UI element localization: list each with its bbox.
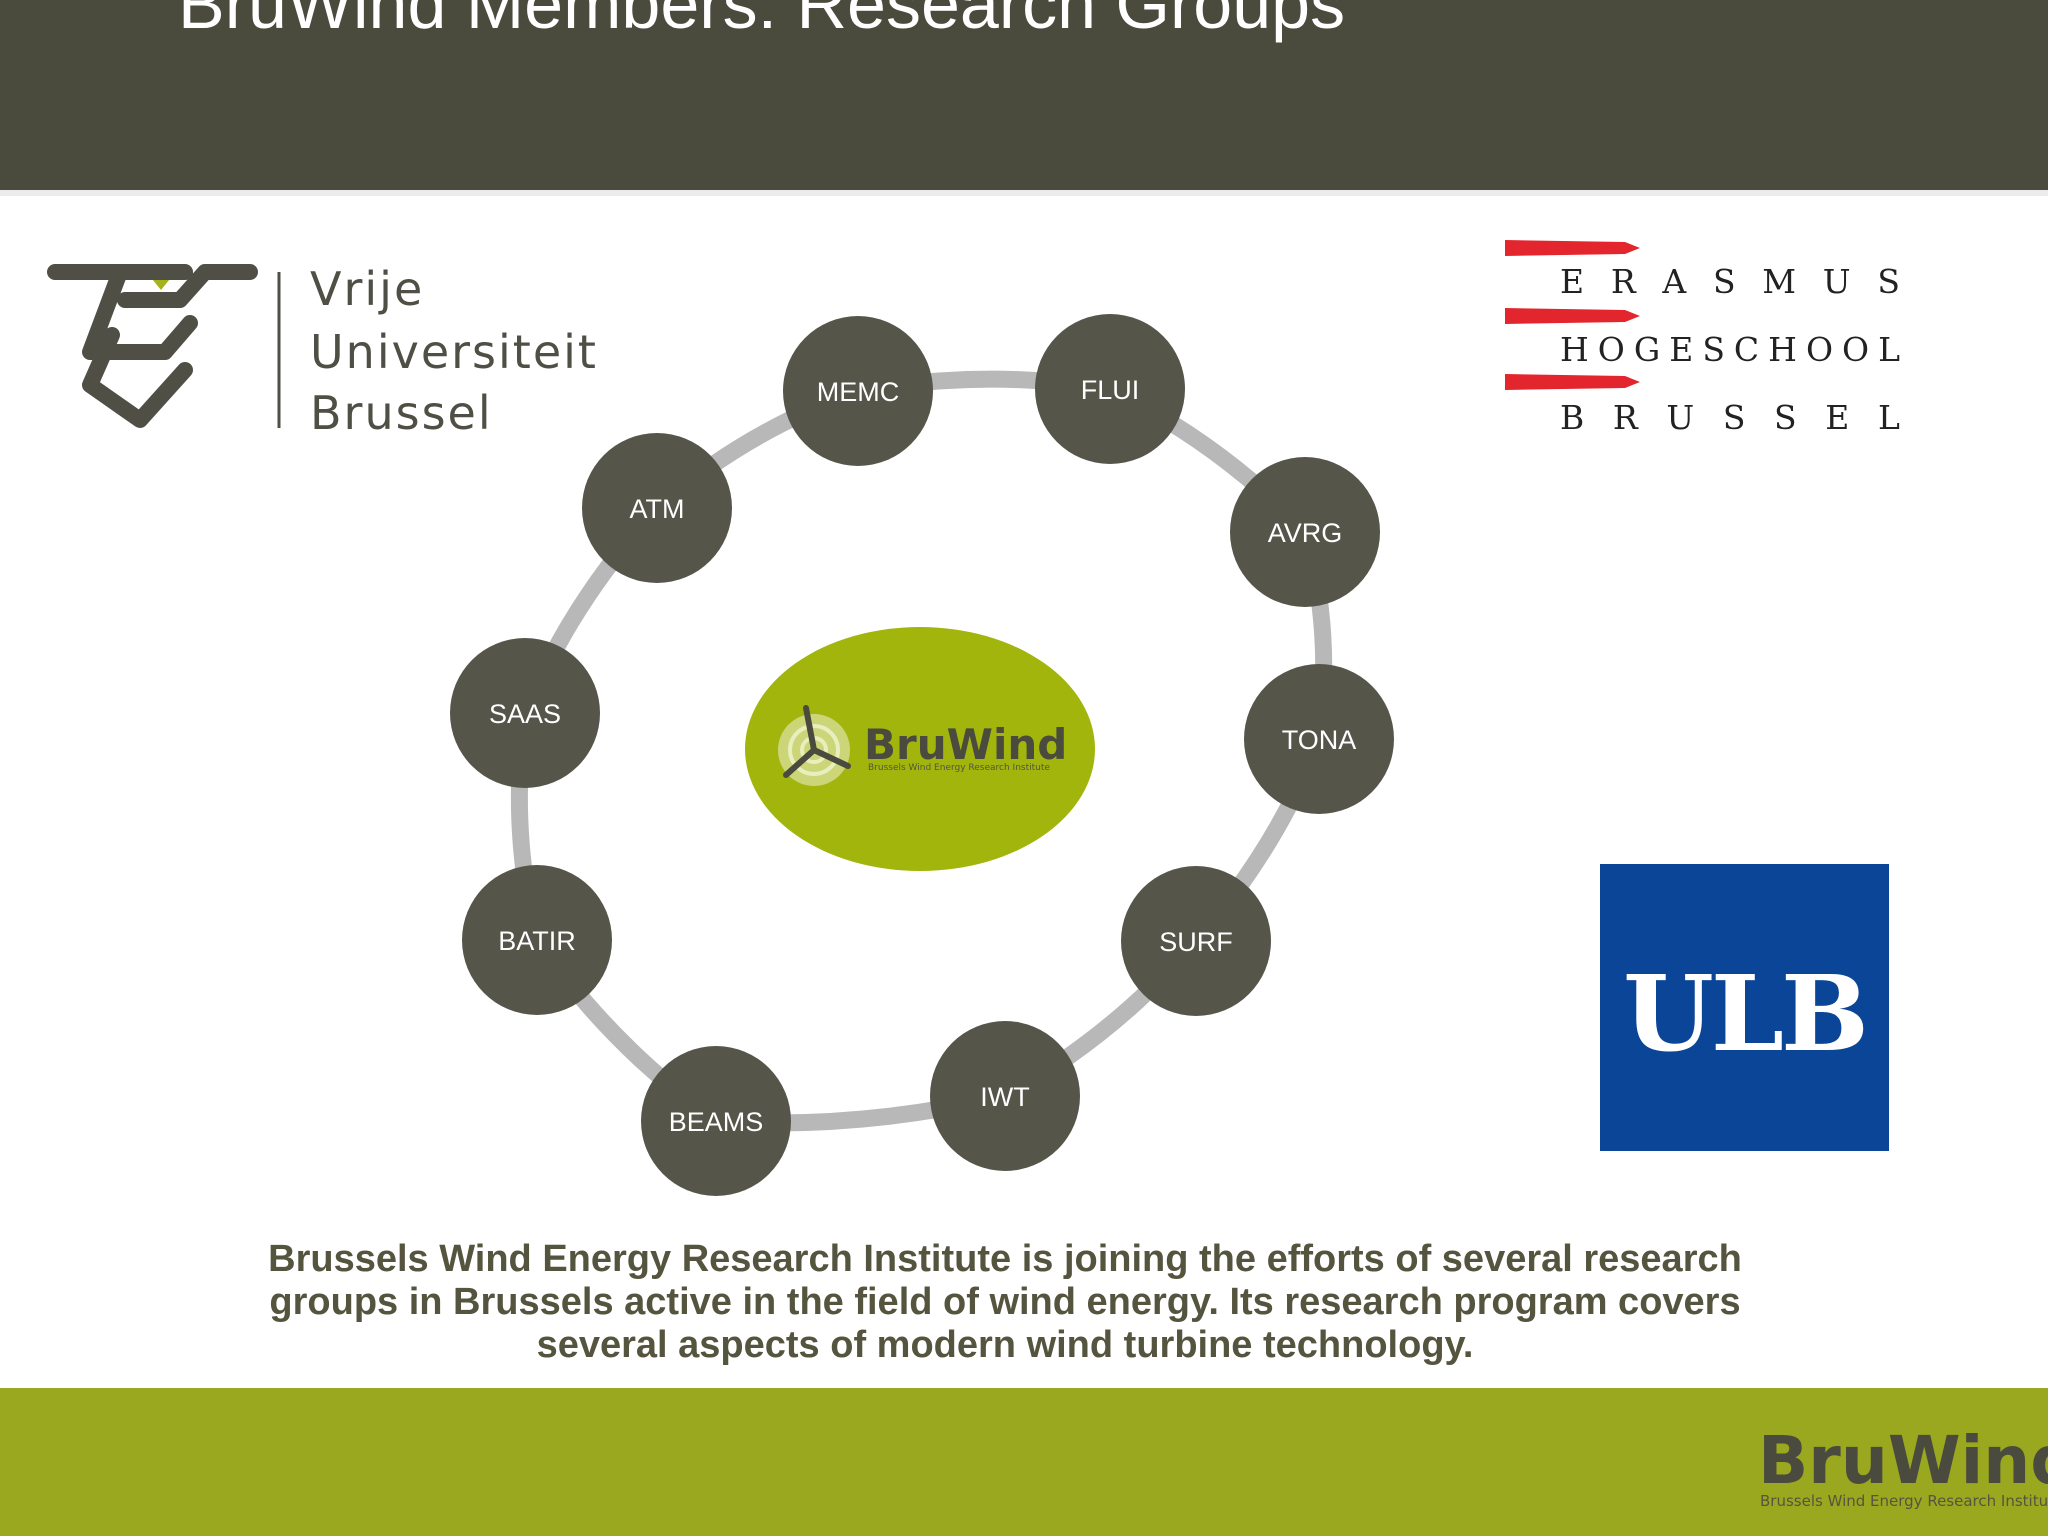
group-node-beams: BEAMS [641, 1046, 791, 1196]
description-caption: Brussels Wind Energy Research Institute … [180, 1238, 1830, 1367]
footer-brand-name: BruWind [1758, 1422, 2048, 1499]
group-node-circle [783, 316, 933, 466]
caption-line-1: Brussels Wind Energy Research Institute … [268, 1238, 1742, 1280]
group-node-surf: SURF [1121, 866, 1271, 1016]
group-node-circle [1121, 866, 1271, 1016]
group-node-circle [641, 1046, 791, 1196]
ulb-logo-text: ULB [1623, 952, 1869, 1075]
center-turbine-icon [778, 705, 851, 786]
group-node-circle [1035, 314, 1185, 464]
title-bar-divider [0, 190, 2048, 196]
group-node-memc: MEMC [783, 316, 933, 466]
logo-letter: H [1768, 330, 1797, 369]
footer-brand-tagline: Brussels Wind Energy Research Institute [1760, 1492, 2048, 1510]
vub-logo-mark [47, 264, 281, 428]
group-node-tona: TONA [1244, 664, 1394, 814]
logo-letter: R [1610, 262, 1636, 301]
logo-letter: L [1878, 398, 1900, 437]
group-node-label: AVRG [1268, 518, 1343, 548]
group-node-batir: BATIR [462, 865, 612, 1015]
title-bar: BruWind Members: Research Groups [0, 0, 2048, 194]
group-node-circle [1230, 457, 1380, 607]
group-node-flui: FLUI [1035, 314, 1185, 464]
logo-letter: E [1560, 262, 1585, 301]
group-node-circle [930, 1021, 1080, 1171]
logo-letter: C [1733, 330, 1760, 369]
group-node-label: IWT [980, 1082, 1029, 1112]
logo-letter: S [1877, 262, 1900, 301]
group-node-label: BEAMS [669, 1107, 764, 1137]
group-node-label: FLUI [1081, 375, 1140, 405]
logo-letter: R [1612, 398, 1638, 437]
logo-letter: S [1722, 398, 1746, 437]
group-node-avrg: AVRG [1230, 457, 1380, 607]
group-node-label: MEMC [817, 377, 900, 407]
logo-letter: O [1842, 330, 1870, 369]
vub-line-1: Vrije [310, 262, 425, 316]
vub-line-3: Brussel [310, 386, 493, 440]
group-node-circle [462, 865, 612, 1015]
logo-letter: S [1712, 262, 1736, 301]
logo-letter: E [1825, 398, 1850, 437]
logo-letter: O [1805, 330, 1834, 369]
group-node-iwt: IWT [930, 1021, 1080, 1171]
logo-letter: B [1560, 398, 1585, 437]
logo-letter: L [1878, 330, 1900, 369]
group-node-label: BATIR [498, 926, 576, 956]
bruwind-center-ellipse [745, 627, 1095, 871]
vub-line-2: Universiteit [310, 325, 598, 379]
group-node-circle [1244, 664, 1394, 814]
group-node-label: TONA [1282, 725, 1357, 755]
logo-letter: U [1666, 398, 1695, 437]
logo-letter: S [1702, 330, 1725, 369]
logo-letter: O [1597, 330, 1625, 369]
caption-line-3: several aspects of modern wind turbine t… [536, 1324, 1474, 1366]
group-node-label: SAAS [489, 699, 561, 729]
group-node-saas: SAAS [450, 638, 600, 788]
logo-letter: H [1560, 330, 1589, 369]
logo-letter: G [1633, 330, 1661, 369]
logo-letter: M [1762, 262, 1797, 301]
logo-letter: S [1774, 398, 1797, 437]
footer-bar: BruWind Brussels Wind Energy Research In… [0, 1388, 2048, 1536]
group-node-circle [582, 433, 732, 583]
slide-title: BruWind Members: Research Groups [178, 0, 1346, 43]
group-node-circle [450, 638, 600, 788]
logo-letter: A [1662, 262, 1687, 301]
logo-letter: U [1822, 262, 1851, 301]
group-node-label: SURF [1159, 927, 1233, 957]
center-brand-name: BruWind [864, 720, 1068, 769]
caption-line-2: groups in Brussels active in the field o… [269, 1281, 1741, 1323]
group-node-label: ATM [630, 494, 685, 524]
erasmus-accent-strokes [1505, 240, 1640, 390]
ring-nodes: MEMC FLUI AVRG TONA SURF IWT BEAMS BATIR SAAS ATM [450, 314, 1394, 1196]
logo-letter: E [1669, 330, 1694, 369]
ulb-logo: ULB [1600, 864, 1889, 1151]
center-brand-tagline: Brussels Wind Energy Research Institute [868, 763, 1050, 773]
group-node-atm: ATM [582, 433, 732, 583]
